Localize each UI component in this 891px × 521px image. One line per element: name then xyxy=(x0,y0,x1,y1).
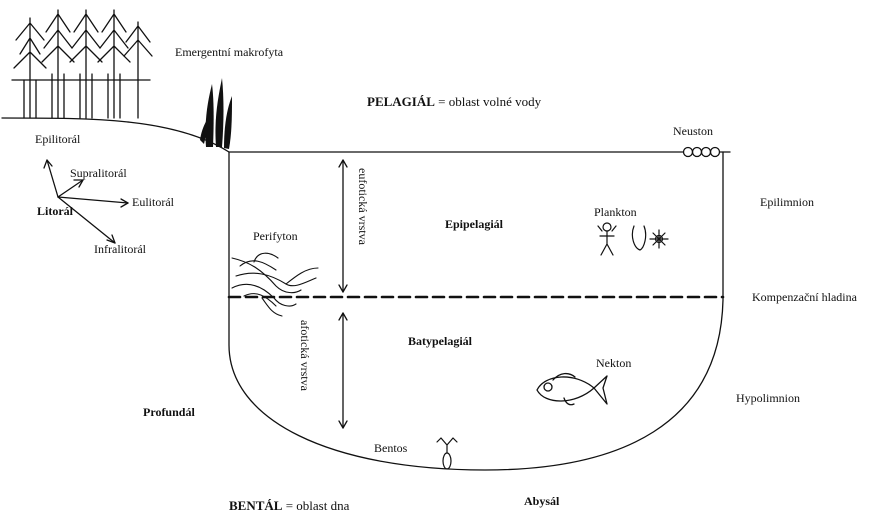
euphotic-layer-arrow xyxy=(339,160,347,292)
aphotic-layer-label: afotická vrstva xyxy=(298,320,312,391)
emergent-macrophytes-label: Emergentní makrofyta xyxy=(175,45,283,59)
epipelagial-label: Epipelagiál xyxy=(445,217,503,231)
nekton-label: Nekton xyxy=(596,356,631,370)
infralitoral-label: Infralitorál xyxy=(94,242,146,256)
compensation-level-label: Kompenzační hladina xyxy=(752,290,857,304)
aphotic-layer-arrow xyxy=(339,313,347,428)
pelagial-heading: PELAGIÁL = oblast volné vody xyxy=(367,95,541,109)
euphotic-layer-label: eufotická vrstva xyxy=(356,168,370,245)
benthic-organism-icon xyxy=(437,438,457,469)
neuston-label: Neuston xyxy=(673,124,713,138)
epilitoral-label: Epilitorál xyxy=(35,132,80,146)
pelagial-term: PELAGIÁL xyxy=(367,94,435,109)
abysal-label: Abysál xyxy=(524,494,559,508)
conifer-trees-icon xyxy=(12,10,152,118)
litoral-label: Litorál xyxy=(37,204,73,218)
fish-icon xyxy=(537,374,607,405)
bental-definition: = oblast dna xyxy=(282,498,349,513)
bental-term: BENTÁL xyxy=(229,498,282,513)
plankton-label: Plankton xyxy=(594,205,637,219)
reed-plants-icon xyxy=(200,78,232,149)
profundal-label: Profundál xyxy=(143,405,195,419)
perifyton-label: Perifyton xyxy=(253,229,298,243)
plankton-organisms-icon xyxy=(598,223,668,255)
periphyton-algae-icon xyxy=(232,253,318,316)
epilimnion-label: Epilimnion xyxy=(760,195,814,209)
eulitoral-label: Eulitorál xyxy=(132,195,174,209)
bental-heading: BENTÁL = oblast dna xyxy=(229,499,349,513)
hypolimnion-label: Hypolimnion xyxy=(736,391,800,405)
supralitoral-label: Supralitorál xyxy=(70,166,127,180)
batypelagial-label: Batypelagiál xyxy=(408,334,472,348)
lake-basin-outline xyxy=(229,152,723,470)
pelagial-definition: = oblast volné vody xyxy=(435,94,541,109)
bentos-label: Bentos xyxy=(374,441,407,455)
